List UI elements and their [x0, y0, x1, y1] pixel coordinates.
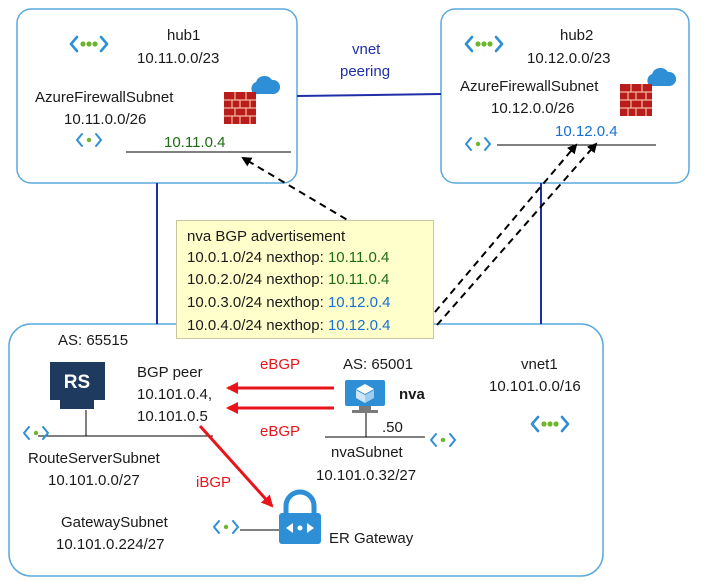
- peering-label-line1: vnet: [352, 41, 381, 58]
- route-server-icon: RS: [50, 362, 105, 409]
- peering-label-line2: peering: [340, 63, 391, 80]
- route-server-subnet-name: RouteServerSubnet: [28, 450, 160, 467]
- bgp-peer-label: BGP peer: [137, 364, 203, 381]
- route-nexthop: 10.11.0.4: [327, 271, 390, 288]
- svg-text:RS: RS: [64, 372, 90, 393]
- hub2-firewall-ip: 10.12.0.4: [555, 123, 618, 140]
- hub2-subnet-name: AzureFirewallSubnet: [460, 78, 599, 95]
- hub1-name: hub1: [167, 27, 201, 44]
- nexthop-arrow-hub2-b: [436, 142, 598, 326]
- nva-subnet-name: nvaSubnet: [331, 444, 403, 461]
- advertisement-route-3: 10.0.3.0/24 nexthop: 10.12.0.4: [187, 294, 391, 311]
- vnet1-name: vnet1: [521, 356, 558, 373]
- hub1-cidr: 10.11.0.0/23: [137, 50, 220, 67]
- nva-ip-suffix: .50: [382, 419, 403, 436]
- nexthop-arrow-hub2-a: [434, 143, 578, 313]
- bgp-advertisement-box: nva BGP advertisement 10.0.1.0/24 nextho…: [176, 220, 434, 339]
- hub1-subnet-cidr: 10.11.0.0/26: [64, 111, 147, 128]
- vnet1-cidr: 10.101.0.0/16: [489, 378, 581, 395]
- nva-subnet-cidr: 10.101.0.32/27: [316, 467, 417, 484]
- ebgp-label-1: eBGP: [260, 356, 301, 373]
- nva-as: AS: 65001: [343, 356, 414, 373]
- bgp-peer-ip-1: 10.101.0.4,: [137, 386, 213, 403]
- bgp-peer-ip-2: 10.101.0.5: [137, 408, 208, 425]
- gateway-subnet-cidr: 10.101.0.224/27: [56, 536, 165, 553]
- hub2-subnet-cidr: 10.12.0.0/26: [491, 100, 575, 117]
- advertisement-route-1: 10.0.1.0/24 nexthop: 10.11.0.4: [187, 249, 390, 266]
- expressroute-gateway-icon: [279, 489, 321, 544]
- ibgp-arrow: [198, 424, 274, 508]
- ebgp-label-2: eBGP: [260, 423, 301, 440]
- hub2-cidr: 10.12.0.0/23: [527, 50, 611, 67]
- hub-peering-line: [296, 93, 442, 97]
- hub2-name: hub2: [560, 27, 594, 44]
- hub2-vnet-box: [440, 8, 690, 184]
- nva-label: nva: [399, 386, 425, 403]
- gateway-subnet-name: GatewaySubnet: [61, 514, 168, 531]
- route-server-as: AS: 65515: [58, 332, 129, 349]
- advertisement-route-4: 10.0.4.0/24 nexthop: 10.12.0.4: [187, 317, 391, 334]
- hub1-firewall-ip: 10.11.0.4: [164, 134, 226, 151]
- virtual-machine-icon: [345, 380, 385, 413]
- advertisement-route-2: 10.0.2.0/24 nexthop: 10.11.0.4: [187, 271, 390, 288]
- advertisement-title: nva BGP advertisement: [187, 228, 346, 245]
- route-nexthop: 10.12.0.4: [327, 294, 391, 311]
- route-nexthop: 10.12.0.4: [327, 317, 391, 334]
- route-server-subnet-cidr: 10.101.0.0/27: [48, 472, 140, 489]
- hub1-subnet-name: AzureFirewallSubnet: [35, 89, 174, 106]
- er-gateway-label: ER Gateway: [329, 530, 414, 547]
- route-nexthop: 10.11.0.4: [327, 249, 390, 266]
- ibgp-label: iBGP: [196, 474, 232, 491]
